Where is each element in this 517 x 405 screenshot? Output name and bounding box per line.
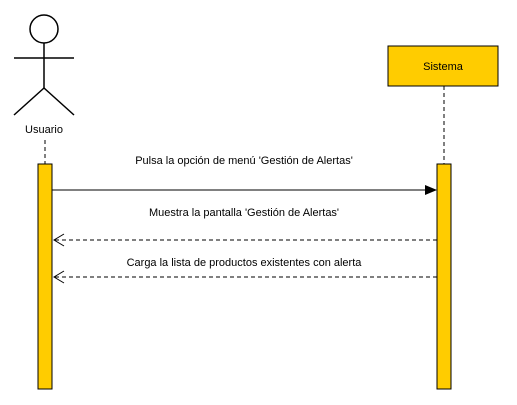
message-2: Muestra la pantalla 'Gestión de Alertas' xyxy=(53,207,437,247)
actor-left-leg xyxy=(13,87,45,116)
actor-head xyxy=(29,14,59,44)
actor-usuario: Usuario xyxy=(13,14,75,136)
message-3: Carga la lista de productos existentes c… xyxy=(53,257,437,284)
participant-sistema: Sistema xyxy=(387,45,499,87)
message-1-label: Pulsa la opción de menú 'Gestión de Aler… xyxy=(135,155,353,167)
participant-box xyxy=(387,45,499,87)
actor-label: Usuario xyxy=(25,124,63,136)
message-2-label: Muestra la pantalla 'Gestión de Alertas' xyxy=(149,207,339,219)
system-activation-bar xyxy=(436,163,452,390)
message-1: Pulsa la opción de menú 'Gestión de Aler… xyxy=(52,155,437,195)
message-3-label: Carga la lista de productos existentes c… xyxy=(127,257,363,269)
participant-label: Sistema xyxy=(423,61,464,73)
message-3-arrowhead xyxy=(53,270,65,284)
actor-right-leg xyxy=(43,87,75,116)
message-2-arrowhead xyxy=(53,233,65,247)
actor-activation-bar xyxy=(37,163,53,390)
